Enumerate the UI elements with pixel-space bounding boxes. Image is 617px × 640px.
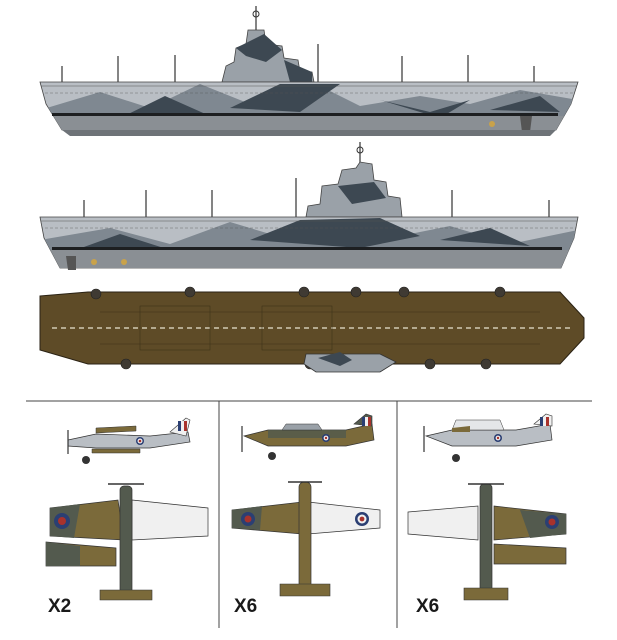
carrier-starboard-profile [39, 6, 579, 136]
biplane-side-view [67, 417, 191, 464]
aircraft-panel-1: X2 [45, 417, 209, 617]
aircraft-panel-3: X6 [407, 413, 567, 617]
aircraft-panels-frame [26, 400, 592, 628]
torpedo-bomber-top-view [407, 483, 567, 601]
quantity-label: X2 [48, 596, 71, 617]
aircraft-panel-2: X6 [231, 413, 381, 617]
quantity-label: X6 [234, 596, 257, 617]
carrier-port-profile [39, 142, 579, 270]
quantity-label: X6 [416, 596, 439, 617]
torpedo-bomber-side-view [423, 413, 553, 462]
fighter-side-view [241, 413, 375, 460]
biplane-top-view [45, 483, 209, 601]
island-top-view [303, 353, 397, 373]
flight-deck-top-view [39, 286, 585, 373]
fighter-top-view [231, 481, 381, 597]
